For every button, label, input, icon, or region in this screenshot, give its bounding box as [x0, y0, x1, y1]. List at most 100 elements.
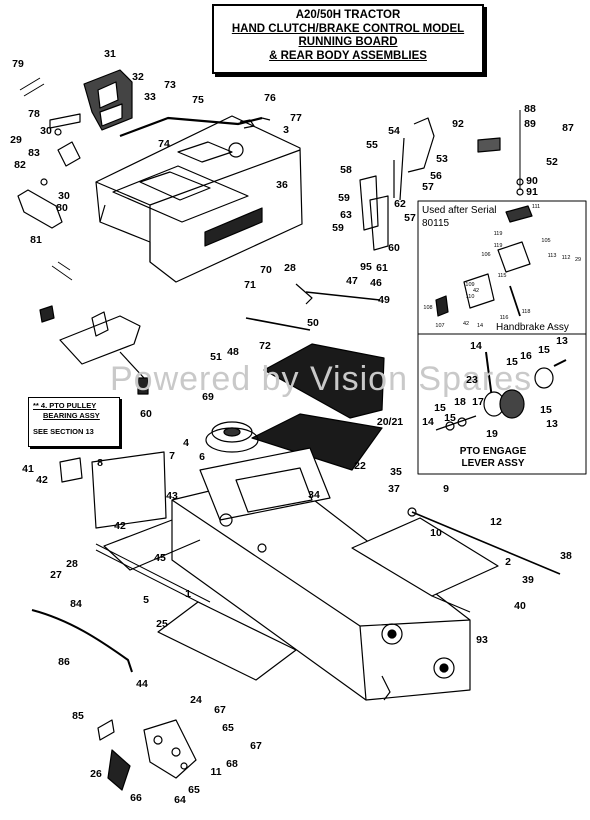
callout-32: 32 [132, 71, 144, 83]
title-line-2: HAND CLUTCH/BRAKE CONTROL MODEL [231, 22, 465, 35]
callout-59-bottom: 59 [332, 222, 344, 234]
callout-56: 56 [430, 170, 442, 182]
callout-73: 73 [164, 79, 176, 91]
inset-callout-14: 14 [476, 323, 484, 329]
callout-22: 22 [354, 460, 366, 472]
callout-30-top: 30 [40, 125, 52, 137]
inset-callout-109: 109 [465, 282, 475, 288]
callout-74: 74 [158, 138, 170, 150]
title-line-3: RUNNING BOARD [298, 36, 398, 48]
callout-46: 46 [370, 277, 382, 289]
callout-91: 91 [526, 186, 538, 198]
callout-26: 26 [90, 768, 102, 780]
pto-engage-caption-1: PTO ENGAGE [459, 446, 527, 457]
callout-20-21: 20/21 [376, 416, 404, 428]
callout-63: 63 [340, 209, 352, 221]
callout-92: 92 [452, 118, 464, 130]
pto-callout-23: 23 [466, 374, 478, 386]
inset-callout-113: 113 [547, 253, 557, 259]
inset-callout-29: 29 [574, 257, 582, 263]
callout-95: 95 [360, 261, 372, 273]
callout-1: 1 [185, 588, 191, 600]
callout-40: 40 [514, 600, 526, 612]
callout-31: 31 [104, 48, 116, 60]
pto-callout-15-e: 15 [444, 412, 456, 424]
inset-callout-110: 110 [465, 294, 475, 300]
callout-66: 66 [130, 792, 142, 804]
callout-45: 45 [154, 552, 166, 564]
right-running-board [351, 517, 499, 597]
callout-65-bottom: 65 [188, 784, 200, 796]
callout-41: 41 [22, 463, 34, 475]
pto-callout-15-b: 15 [538, 344, 550, 356]
callout-80: 80 [56, 202, 68, 214]
callout-50: 50 [307, 317, 319, 329]
pto-callout-13-top: 13 [556, 335, 568, 347]
running-board-mats [251, 343, 385, 471]
callout-62: 62 [394, 198, 406, 210]
callout-43: 43 [166, 490, 178, 502]
callout-27: 27 [50, 569, 62, 581]
callout-72: 72 [259, 340, 271, 352]
callout-82: 82 [14, 159, 26, 171]
pto-callout-16: 16 [520, 350, 532, 362]
pto-callout-14-top: 14 [470, 340, 482, 352]
callout-68: 68 [226, 758, 238, 770]
pto-callout-15-d: 15 [540, 404, 552, 416]
inset-callout-42-a: 42 [472, 288, 480, 294]
rear-body-cover [95, 115, 303, 283]
inset-callout-105: 105 [541, 238, 551, 244]
pto-pulley-note: ** 4. PTO PULLEY BEARING ASSY SEE SECTIO… [28, 397, 120, 447]
callout-60-top: 60 [388, 242, 400, 254]
callout-55: 55 [366, 139, 378, 151]
watermark: Powered by Vision Spares [110, 360, 533, 398]
callout-2: 2 [505, 556, 511, 568]
callout-30-bottom: 30 [58, 190, 70, 202]
callout-67-top: 67 [214, 704, 226, 716]
diagram-title-box: A20/50H TRACTOR HAND CLUTCH/BRAKE CONTRO… [212, 4, 484, 74]
callout-49: 49 [378, 294, 390, 306]
pto-callout-18: 18 [454, 396, 466, 408]
callout-38: 38 [560, 550, 572, 562]
callout-93: 93 [476, 634, 488, 646]
pto-callout-19: 19 [486, 428, 498, 440]
pto-callout-14-bottom: 14 [422, 416, 434, 428]
callout-28-top: 28 [284, 262, 296, 274]
callout-29: 29 [10, 134, 22, 146]
callout-25: 25 [156, 618, 168, 630]
callout-6: 6 [199, 451, 205, 463]
callout-42-mid: 42 [114, 520, 126, 532]
callout-78: 78 [28, 108, 40, 120]
callout-8: 8 [97, 457, 103, 469]
pto-callout-15-c: 15 [434, 402, 446, 414]
pto-callout-15-a: 15 [506, 356, 518, 368]
inset-callout-115: 115 [497, 273, 507, 279]
callout-57-bottom: 57 [404, 212, 416, 224]
callout-36: 36 [276, 179, 288, 191]
callout-54: 54 [388, 125, 400, 137]
pto-lever-inset-frame [417, 333, 587, 475]
pto-note-line-1: ** 4. PTO PULLEY [33, 401, 97, 410]
callout-87: 87 [562, 122, 574, 134]
inset-callout-112: 112 [561, 255, 571, 261]
inset-callout-119-b: 119 [493, 243, 503, 249]
pto-engage-lever [435, 351, 567, 431]
callout-3: 3 [283, 124, 289, 136]
callout-65-top: 65 [222, 722, 234, 734]
callout-61: 61 [376, 262, 388, 274]
callout-53: 53 [436, 153, 448, 165]
callout-47: 47 [346, 275, 358, 287]
inset-callout-107: 107 [435, 323, 445, 329]
inset-callout-118: 118 [521, 309, 531, 315]
callout-11: 11 [210, 766, 222, 778]
left-linkage [17, 77, 81, 229]
callout-42-left: 42 [36, 474, 48, 486]
callout-71: 71 [244, 279, 256, 291]
pto-note-line-3: SEE SECTION 13 [33, 427, 94, 436]
callout-75: 75 [192, 94, 204, 106]
pto-pulley [205, 421, 259, 453]
main-frame [95, 447, 471, 701]
callout-69: 69 [202, 391, 214, 403]
callout-89: 89 [524, 118, 536, 130]
